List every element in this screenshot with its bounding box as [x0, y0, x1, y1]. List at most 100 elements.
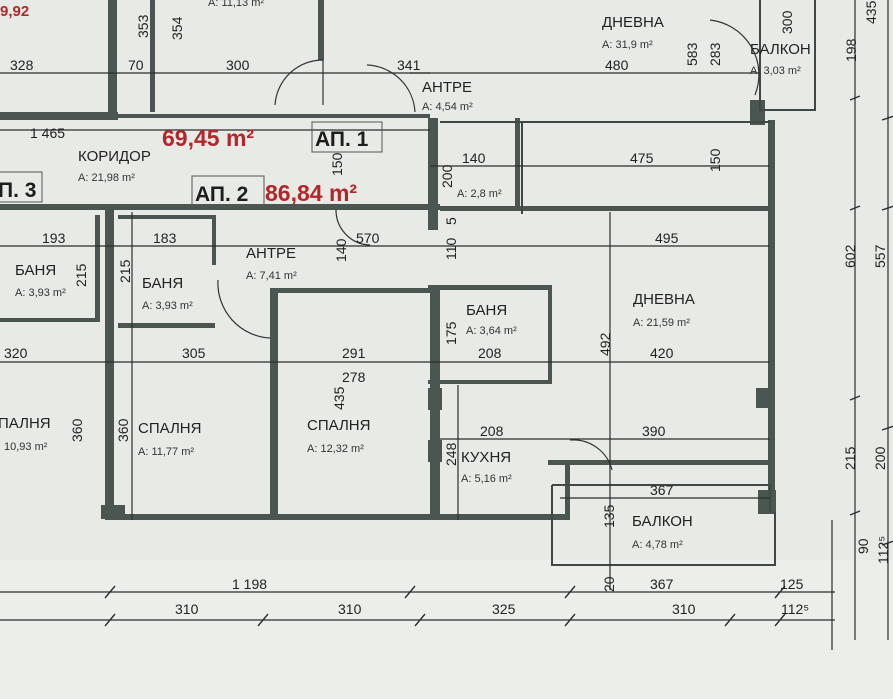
ap1-area: 69,45 m² [162, 125, 254, 151]
dimension: 135 [601, 504, 617, 528]
dimension: 70 [128, 57, 144, 73]
room-labels: КОРИДОР A: 21,98 m² ДНЕВНА A: 31,9 m² БА… [0, 0, 811, 551]
dimension: 175 [443, 321, 459, 345]
dimension: 557 [872, 244, 888, 268]
room-area: A: 7,41 m² [246, 270, 297, 282]
dimension: 110 [443, 237, 459, 260]
dimension: 208 [480, 423, 504, 439]
dimension: 300 [779, 10, 795, 34]
dimension: 140 [333, 238, 349, 262]
dimension: 248 [443, 442, 459, 466]
dimension: 215 [842, 446, 858, 470]
dimension: 215 [117, 259, 133, 283]
dimension: 325 [492, 601, 516, 617]
room-area: A: 4,54 m² [422, 101, 473, 113]
room-name: КОРИДОР [78, 148, 151, 165]
dimension: 353 [135, 14, 151, 38]
room-name: СПАЛНЯ [307, 417, 370, 434]
room-area: A: 11,77 m² [138, 446, 194, 458]
room-area: A: 3,93 m² [15, 287, 66, 299]
dimension: 420 [650, 345, 674, 361]
dimension: 495 [655, 230, 679, 246]
dimension: 320 [4, 345, 28, 361]
room-name: ДНЕВНА [602, 14, 664, 31]
dimension: 300 [226, 57, 250, 73]
room-name: СПАЛНЯ [138, 420, 201, 437]
dimension: 200 [872, 446, 888, 470]
room-area: A: 4,78 m² [632, 539, 683, 551]
dimension: 283 [707, 42, 723, 66]
room-area: A: 21,59 m² [633, 317, 690, 329]
dimension: 390 [642, 423, 666, 439]
dimension: 112⁵ [875, 536, 891, 564]
dimension: 602 [842, 244, 858, 268]
room-area: A: 21,98 m² [78, 172, 135, 184]
dimension: 20 [601, 576, 617, 592]
room-area: A: 3,93 m² [142, 300, 193, 312]
dimension: 125 [780, 576, 804, 592]
dimension: 475 [630, 150, 654, 166]
dimension: 310 [175, 601, 199, 617]
room-name: ПАЛНЯ [0, 415, 51, 432]
room-name: АНТРЕ [422, 79, 472, 96]
room-name: БАНЯ [142, 275, 183, 292]
room-area: A: 3,64 m² [466, 325, 517, 337]
dimension: 310 [338, 601, 362, 617]
room-area: A: 5,16 m² [461, 473, 512, 485]
ap2-label: АП. 2 [195, 183, 248, 206]
dimension-lines [0, 0, 893, 650]
ap3-area-partial: 9,92 [0, 3, 29, 20]
room-area: A: 12,32 m² [307, 443, 364, 455]
dimension: 208 [478, 345, 502, 361]
dimension-labels: 328 70 300 341 480 583 283 300 198 435 1… [4, 0, 891, 617]
dimension: 215 [73, 263, 89, 287]
dimension: 5 [443, 217, 459, 225]
dimension: 140 [462, 150, 486, 166]
dimension: 341 [397, 57, 421, 73]
dimension: 200 [439, 164, 455, 188]
dimension: 278 [342, 369, 366, 385]
room-area: A: 11,13 m² [208, 0, 264, 9]
dimension: 305 [182, 345, 206, 361]
dimension: 150 [329, 152, 345, 176]
dimension: 492 [597, 332, 613, 356]
ap1-label: АП. 1 [315, 128, 369, 151]
dimension: 367 [650, 576, 674, 592]
room-area: A: 3,03 m² [750, 65, 801, 77]
dimension: 435 [863, 0, 879, 24]
dimension: 193 [42, 230, 66, 246]
dimension: 310 [672, 601, 696, 617]
room-name: БАЛКОН [632, 513, 693, 530]
dimension: 1 465 [30, 125, 65, 141]
room-name: БАНЯ [15, 262, 56, 279]
room-name: АНТРЕ [246, 245, 296, 262]
dimension: 150 [707, 148, 723, 172]
dimension: 435 [331, 386, 347, 410]
dimension: 198 [843, 38, 859, 62]
room-area: A: 31,9 m² [602, 39, 653, 51]
dimension: 291 [342, 345, 366, 361]
dimension: 328 [10, 57, 34, 73]
room-area: 10,93 m² [4, 441, 48, 453]
room-name: КУХНЯ [461, 449, 511, 466]
room-name: БАЛКОН [750, 41, 811, 58]
ap2-area: 86,84 m² [265, 180, 357, 206]
room-name: ДНЕВНА [633, 291, 695, 308]
dimension: 1 198 [232, 576, 267, 592]
dimension: 480 [605, 57, 629, 73]
dimension: 360 [69, 418, 85, 442]
ap3-label: П. 3 [0, 179, 36, 202]
dimension: 354 [169, 16, 185, 40]
room-name: БАНЯ [466, 302, 507, 319]
dimension: 183 [153, 230, 177, 246]
dimension: 90 [855, 538, 871, 554]
apartment-labels: 69,45 m² АП. 1 АП. 2 86,84 m² П. 3 9,92 [0, 3, 383, 206]
dimension: 112⁵ [781, 601, 809, 617]
dimension: 360 [115, 418, 131, 442]
dimension: 570 [356, 230, 380, 246]
room-area: A: 2,8 m² [457, 188, 502, 200]
balcony-outline [440, 0, 816, 566]
dimension: 583 [684, 42, 700, 66]
dimension: 367 [650, 482, 674, 498]
